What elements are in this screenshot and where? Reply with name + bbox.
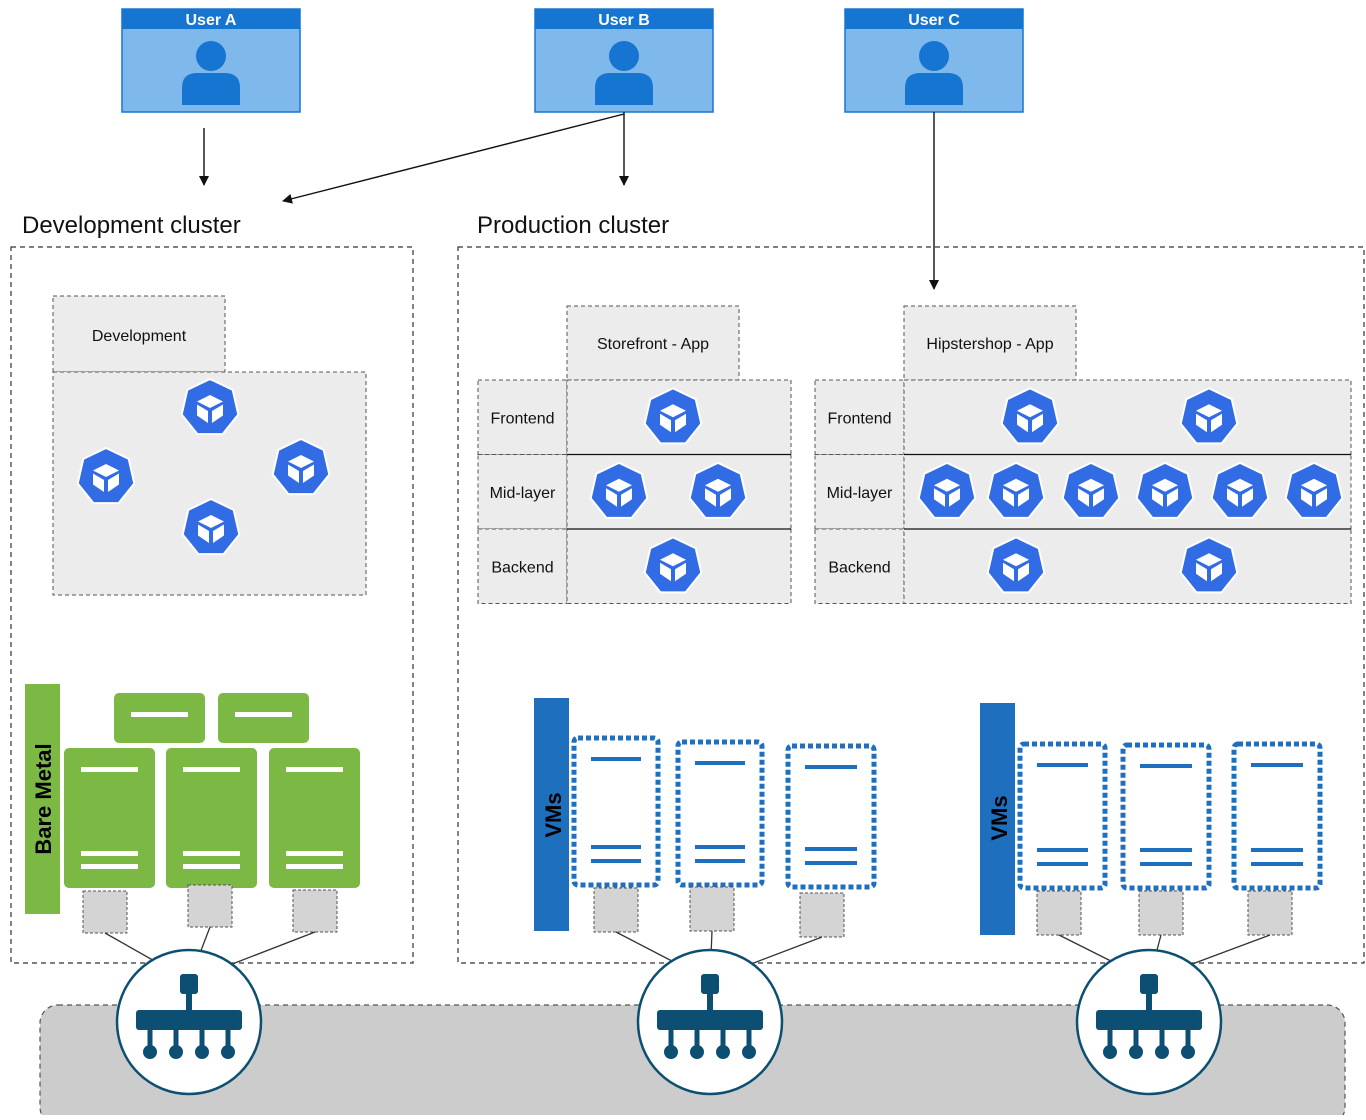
user-label: User B [598,12,650,29]
network-port [1138,890,1184,936]
user-label: User C [908,12,960,29]
vm-group: VMs [534,698,877,938]
server-icon [166,748,257,888]
tier-label: Backend [828,559,890,576]
development-namespace-tab [52,295,226,373]
network-switch [615,930,823,1096]
network-port [82,890,128,934]
network-port [187,884,233,928]
kubernetes-pod-icon [1179,387,1239,445]
production-cluster-boundary [457,246,1365,964]
tier-row: Frontend [477,379,792,455]
app-namespace: Hipstershop - AppFrontendMid-layerBacken… [814,305,1352,604]
development-namespace: Development [52,295,367,596]
vm-group: VMs [980,703,1323,936]
development-pods [76,377,331,556]
user-label: User A [186,12,237,29]
virtual-machine-icon [1231,741,1323,891]
user-card: User A [121,8,301,113]
bare-metal-label: Bare Metal [31,743,56,854]
network-port [1247,890,1293,936]
tier-label: Frontend [827,410,891,427]
kubernetes-pod-icon [1061,461,1121,519]
production-apps: Storefront - AppFrontendMid-layerBackend… [477,305,1352,604]
kubernetes-pod-icon [589,461,649,519]
network-port [292,889,338,933]
tier-row: Frontend [814,379,1352,455]
kubernetes-pod-icon [180,377,240,436]
tier-row: Mid-layer [477,453,792,530]
virtual-machine-icon [571,735,661,888]
user-silhouette-icon [595,41,653,105]
kubernetes-pod-icon [986,536,1046,594]
users-layer: User A User B User C [121,8,1024,113]
access-arrows [199,112,939,290]
production-cluster-title: Production cluster [477,212,669,239]
vms-bar [534,698,569,931]
user-silhouette-icon [182,41,240,105]
vms-label: VMs [541,792,566,837]
user-silhouette-icon [905,41,963,105]
user-card: User C [844,8,1024,113]
kubernetes-pod-icon [643,536,703,594]
kubernetes-pod-icon [917,461,977,519]
kubernetes-pod-icon [643,387,703,445]
kubernetes-pod-icon [688,461,748,519]
network-port [1036,890,1082,936]
vms-bar [980,703,1015,935]
network-port [593,887,639,933]
kubernetes-pod-icon [1179,536,1239,594]
server-icon [64,748,155,888]
server-icon [269,748,360,888]
tier-label: Mid-layer [490,485,556,502]
bare-metal-group: Bare Metal [25,684,360,934]
tier-label: Frontend [490,410,554,427]
network-switch [104,926,316,1096]
kubernetes-pod-icon [1135,461,1195,519]
virtual-machine-icon [675,739,765,888]
bare-metal-bar [25,684,60,914]
network-port [689,886,735,932]
network-switch [1058,934,1271,1096]
vms-label: VMs [987,795,1012,840]
tier-row: Mid-layer [814,453,1352,530]
kubernetes-pod-icon [1284,461,1344,519]
kubernetes-pod-icon [76,446,136,505]
network-switch-icon [657,974,763,1059]
app-name-label: Storefront - App [597,336,709,353]
user-card: User B [534,8,714,113]
virtual-machine-icon [785,743,877,890]
kubernetes-pod-icon [271,437,331,496]
kubernetes-pod-icon [1000,387,1060,445]
network-layer [104,926,1271,1096]
kubernetes-pod-icon [181,497,241,556]
server-icon [114,693,205,743]
user-b-arrow-to-development [282,112,625,204]
virtual-machine-icon [1017,741,1108,891]
network-switch-icon [136,974,242,1059]
kubernetes-pod-icon [986,461,1046,519]
kubernetes-pod-icon [1210,461,1270,519]
tier-row: Backend [477,528,792,604]
tier-label: Backend [491,559,553,576]
virtual-machine-icon [1120,742,1212,891]
development-cluster-title: Development cluster [22,212,241,239]
network-switch-icon [1096,974,1202,1059]
app-name-label: Hipstershop - App [926,336,1053,353]
development-namespace-label: Development [92,328,187,345]
network-port [799,892,845,938]
tier-row: Backend [814,528,1352,604]
vm-groups: VMs VMs [534,698,1323,938]
tier-label: Mid-layer [827,485,893,502]
server-icon [218,693,309,743]
